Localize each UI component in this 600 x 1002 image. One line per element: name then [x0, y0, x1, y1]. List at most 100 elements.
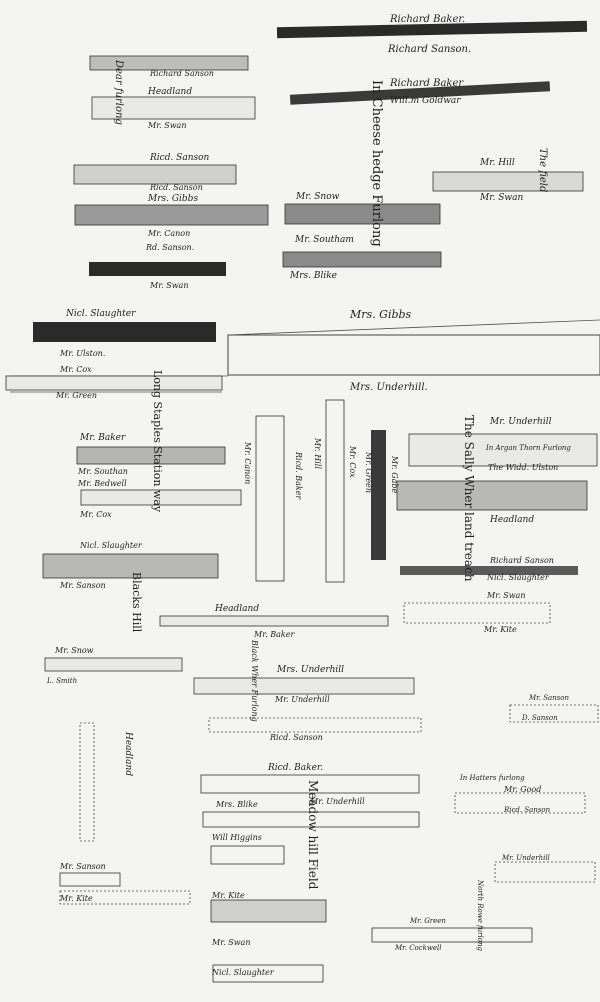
strip-headland-mid: [159, 615, 389, 627]
strip-nicl-slaughter: [33, 322, 216, 342]
label-mr-gabe-v: Mr. Gabe: [390, 455, 399, 494]
label-dear-furlong: Dear furlong: [113, 59, 124, 125]
label-mr-canon-1: Mr. Canon: [147, 229, 190, 238]
label-headland-top: Headland: [147, 87, 192, 97]
label-will-goldwar: Will.m Goldwar: [390, 96, 461, 106]
label-mr-hill: Mr. Hill: [479, 158, 515, 168]
strip-underhill-3: [193, 677, 415, 695]
strip-mrs-gibbs: [74, 204, 269, 226]
label-mrs-underhill-1: Mrs. Underhill.: [349, 382, 428, 393]
label-ricd-sanson-b: Ricd. Sanson: [149, 183, 203, 192]
strip-will-higgins: [210, 845, 285, 865]
label-nicl-slaughter-3: Nicl. Slaughter: [211, 968, 275, 977]
label-mrs-blike: Mrs. Blike: [289, 271, 337, 281]
label-mr-underhill-6: Mr. Underhill: [501, 854, 550, 862]
label-mr-southan-2: Mr. Southan: [77, 467, 128, 476]
label-mrs-underhill-3: Mrs. Underhill: [276, 665, 344, 675]
label-mr-bedwell: Mr. Bedwell: [77, 479, 127, 488]
label-headland-lower: Headland: [123, 731, 133, 776]
label-mr-swan-1: Mr. Swan: [147, 121, 186, 130]
strip-ricd-sanson: [73, 164, 237, 185]
label-mr-swan-3: Mr. Swan: [149, 281, 188, 290]
label-mr-ulston: Mr. Ulston.: [59, 349, 105, 358]
label-mr-cockwell: Mr. Cockwell: [394, 944, 442, 952]
label-r-sanson: Rd. Sanson.: [145, 243, 194, 252]
strip-mr-kite-3: [210, 899, 327, 923]
label-mr-sanson-2: Mr. Sanson: [528, 694, 569, 702]
label-mr-swan-r: Mr. Swan: [486, 591, 525, 600]
strip-rd-sanson: [89, 262, 226, 276]
label-l-smith: L. Smith: [46, 677, 77, 685]
label-ricd-sanson-d: Ricd. Sanson: [503, 806, 551, 814]
label-nicl-slaughter-1: Nicl. Slaughter: [65, 309, 136, 319]
strip-argan-thorn: [408, 433, 598, 467]
label-mr-southam-1: Mr. Southam: [294, 235, 354, 245]
label-mr-baker-2: Mr. Baker: [253, 630, 295, 639]
label-mr-green-v: Mr. Green: [364, 451, 373, 493]
strip-underhill-4: [208, 717, 422, 733]
strip-mr-snow-2: [44, 657, 183, 672]
label-mr-kite-3: Mr. Kite: [211, 891, 245, 900]
label-in-hatters: In Hatters furlong: [459, 774, 525, 782]
strip-mr-hill: [432, 171, 584, 192]
strip-richard-sanson-l1: [89, 55, 249, 71]
label-mr-sanson-3: Mr. Sanson: [59, 862, 106, 871]
strip-richard-baker-top: [276, 20, 588, 39]
label-mr-cox-v: Mr. Cox: [348, 445, 357, 478]
strips: [5, 20, 600, 983]
label-mr-baker-1: Mr. Baker: [79, 433, 126, 443]
labels: Richard Baker. Richard Sanson. Richard S…: [46, 14, 571, 977]
strip-mr-bedwell: [80, 489, 242, 506]
label-mr-hill-v: Mr. Hill: [313, 437, 322, 469]
label-ricd-sanson-a: Ricd. Sanson: [149, 153, 210, 163]
strip-mr-canon-v: [255, 415, 285, 582]
label-will-higgins: Will Higgins: [212, 833, 262, 842]
label-mr-swan-5: Mr. Swan: [211, 938, 250, 947]
strip-mr-kite-2: [59, 890, 191, 905]
strip-headland-l2: [91, 96, 256, 120]
strip-green-v: [371, 430, 386, 560]
strip-mr-snow: [284, 203, 441, 225]
label-ricd-sanson-c: Ricd. Sanson: [269, 733, 323, 742]
label-mr-swan-2: Mr. Swan: [479, 193, 523, 203]
strip-mr-sanson-3: [59, 872, 121, 887]
strip-headland-lower: [79, 722, 95, 842]
label-richard-sanson-r: Richard Sanson: [489, 556, 554, 565]
label-headland-mid: Headland: [214, 604, 259, 614]
label-richard-sanson-top: Richard Sanson.: [387, 44, 471, 55]
label-meadow-hill-field: Meadow hill Field: [306, 780, 320, 890]
label-long-staples: Long Staples Station way: [151, 370, 164, 513]
label-nicl-slaughter-r: Nicl. Slaughter: [486, 573, 550, 582]
label-mr-underhill-4: Mr. Underhill: [274, 695, 330, 704]
strip-ricd-baker-low: [200, 774, 420, 794]
label-north-rowe-furlong: North Rowe furlong: [476, 879, 484, 951]
label-mr-good: Mr. Good: [503, 785, 541, 794]
label-mrs-gibbs-2: Mrs. Gibbs: [349, 308, 412, 321]
strip-nicl-slaughter-2: [42, 553, 219, 579]
strip-d-sanson: [509, 704, 599, 723]
strip-in-hatters: [454, 792, 586, 814]
strip-mr-southam: [282, 251, 442, 268]
label-mr-cox-1: Mr. Cox: [59, 365, 92, 374]
strip-richard-sanson-r: [400, 566, 578, 575]
label-mr-snow-2: Mr. Snow: [54, 646, 94, 655]
strip-mr-underhill-6: [494, 861, 596, 883]
label-richard-sanson-l1: Richard Sanson: [149, 69, 214, 78]
strip-north-rowe: [371, 927, 533, 943]
label-black-wher-furlong: Black Wher Furlong: [250, 639, 259, 722]
label-ricd-baker-v: Ricd. Baker: [294, 451, 303, 501]
strip-mr-swan-r: [403, 602, 551, 624]
label-sally-wher: The Sally Wher land treach: [462, 415, 476, 582]
label-mr-underhill-5: Mr. Underhill: [309, 797, 365, 806]
strip-cox-v: [325, 399, 345, 583]
label-mr-snow-1: Mr. Snow: [295, 192, 340, 202]
label-in-argan-thorn: In Argan Thorn Furlong: [485, 444, 571, 452]
label-mr-underhill-2: Mr. Underhill: [489, 417, 552, 427]
label-mr-cox-2: Mr. Cox: [79, 510, 112, 519]
label-mr-canon-2: Mr. Canon: [243, 441, 252, 484]
label-mrs-blike-2: Mrs. Blike: [215, 800, 258, 809]
strip-richard-baker-2: [289, 81, 551, 105]
label-mr-sanson-1: Mr. Sanson: [59, 581, 106, 590]
label-the-widd-ulston: The Widd. Ulston: [488, 463, 558, 472]
